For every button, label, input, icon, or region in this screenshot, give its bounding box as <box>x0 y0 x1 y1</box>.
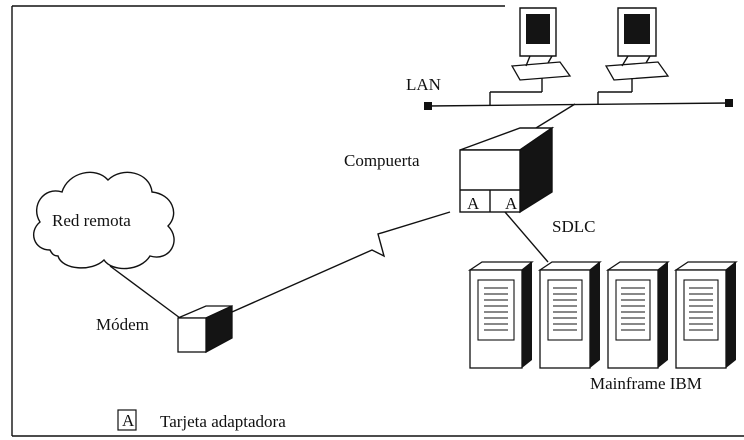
gateway-label: Compuerta <box>344 151 420 170</box>
cloud-to-modem-link <box>109 265 181 319</box>
mainframe-cabinet <box>537 261 602 369</box>
adapter-card-right: A <box>505 194 518 213</box>
legend-text: Tarjeta adaptadora <box>160 412 286 431</box>
legend-letter: A <box>122 411 135 430</box>
mainframe-cabinet <box>605 261 670 369</box>
workstation-icon <box>510 7 572 81</box>
cloud-icon <box>32 171 175 270</box>
mainframe-label: Mainframe IBM <box>590 374 702 393</box>
legend-swatch <box>117 409 137 431</box>
mainframe-icon <box>467 261 738 369</box>
sdlc-label: SDLC <box>552 217 595 236</box>
frame <box>11 5 744 437</box>
mainframe-cabinet <box>467 261 534 369</box>
remote-network-label: Red remota <box>52 211 131 230</box>
sdlc-link <box>504 211 549 263</box>
modem-box <box>177 304 233 354</box>
adapter-card-left: A <box>467 194 480 213</box>
modem-label: Módem <box>96 315 149 334</box>
gateway-box <box>459 126 555 214</box>
phone-line <box>231 211 451 313</box>
workstation-icon <box>604 7 670 81</box>
lan-label: LAN <box>406 75 441 94</box>
lan-to-gateway-link <box>535 103 576 129</box>
legend: A Tarjeta adaptadora <box>117 409 286 431</box>
lan-bus <box>424 99 733 110</box>
mainframe-cabinet <box>673 261 738 369</box>
